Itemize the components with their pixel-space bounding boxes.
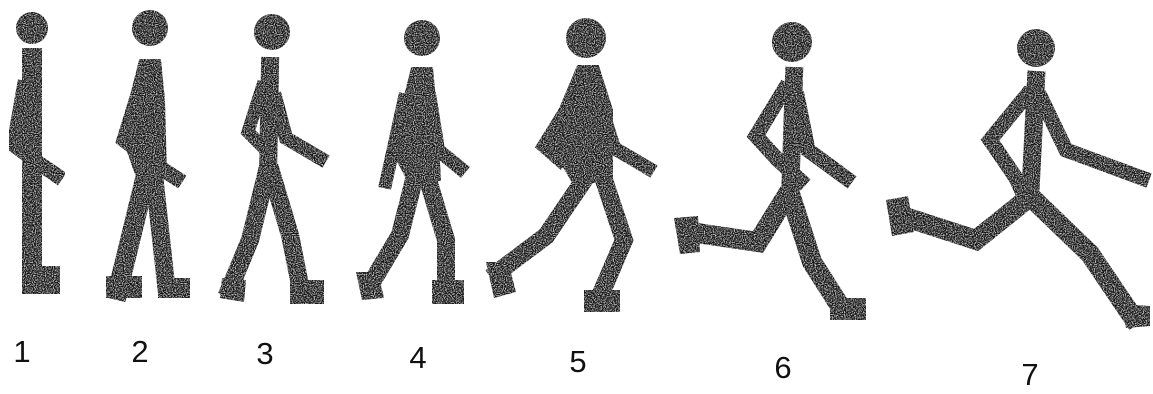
figure-foot (220, 278, 246, 302)
figure-leg-front (372, 180, 414, 282)
figure-leg-back (792, 200, 840, 306)
figure-leg-back (272, 175, 300, 285)
figure-foot (290, 280, 324, 304)
figure-leg-front (902, 200, 1026, 240)
figure-head (254, 14, 290, 50)
figure-leg-front (690, 200, 784, 242)
figure-leg-back (600, 180, 624, 296)
figure-foot (1122, 304, 1150, 328)
figure-leg-front (118, 175, 146, 290)
frame-label-1: 1 (13, 334, 30, 369)
figure-head (132, 10, 168, 46)
figure-foot (674, 216, 700, 254)
figure-frame-5 (486, 18, 648, 312)
frame-label-6: 6 (774, 350, 791, 385)
figure-foot (432, 280, 464, 304)
figure-head (16, 12, 48, 44)
figure-foot (584, 290, 620, 312)
figure-head (566, 18, 606, 58)
frame-labels: 1 2 3 4 5 6 7 (13, 334, 1038, 392)
frame-label-4: 4 (409, 340, 426, 375)
figure-leg-front (498, 180, 584, 272)
frame-label-2: 2 (131, 334, 148, 369)
figure-arm-back (990, 96, 1026, 200)
figure-frame-2 (106, 10, 190, 298)
figure-frame-4 (356, 20, 464, 304)
figure-spine (268, 66, 270, 175)
figure-head (772, 22, 812, 62)
figure-head (404, 20, 440, 56)
figure-arm-front (798, 100, 846, 178)
figure-foot (158, 278, 190, 298)
figure-leg-back (1034, 200, 1132, 316)
frame-label-5: 5 (569, 344, 586, 379)
figure-foot (106, 276, 142, 298)
figure-leg-front (230, 175, 266, 288)
figure-leg-back (428, 180, 446, 290)
figure-frame-7 (886, 29, 1150, 328)
frame-label-3: 3 (256, 336, 273, 371)
figure-frame-1 (14, 12, 60, 294)
figure-frame-6 (674, 22, 866, 320)
figure-foot (830, 298, 866, 320)
figure-arm-front (276, 100, 320, 158)
figure-leg-back (154, 175, 166, 284)
figure-arm-front (1042, 100, 1142, 178)
figure-head (1017, 29, 1055, 67)
frame-label-7: 7 (1021, 357, 1038, 392)
figure-foot (22, 266, 60, 294)
figure-frame-3 (220, 14, 324, 304)
figure-foot (886, 196, 914, 236)
